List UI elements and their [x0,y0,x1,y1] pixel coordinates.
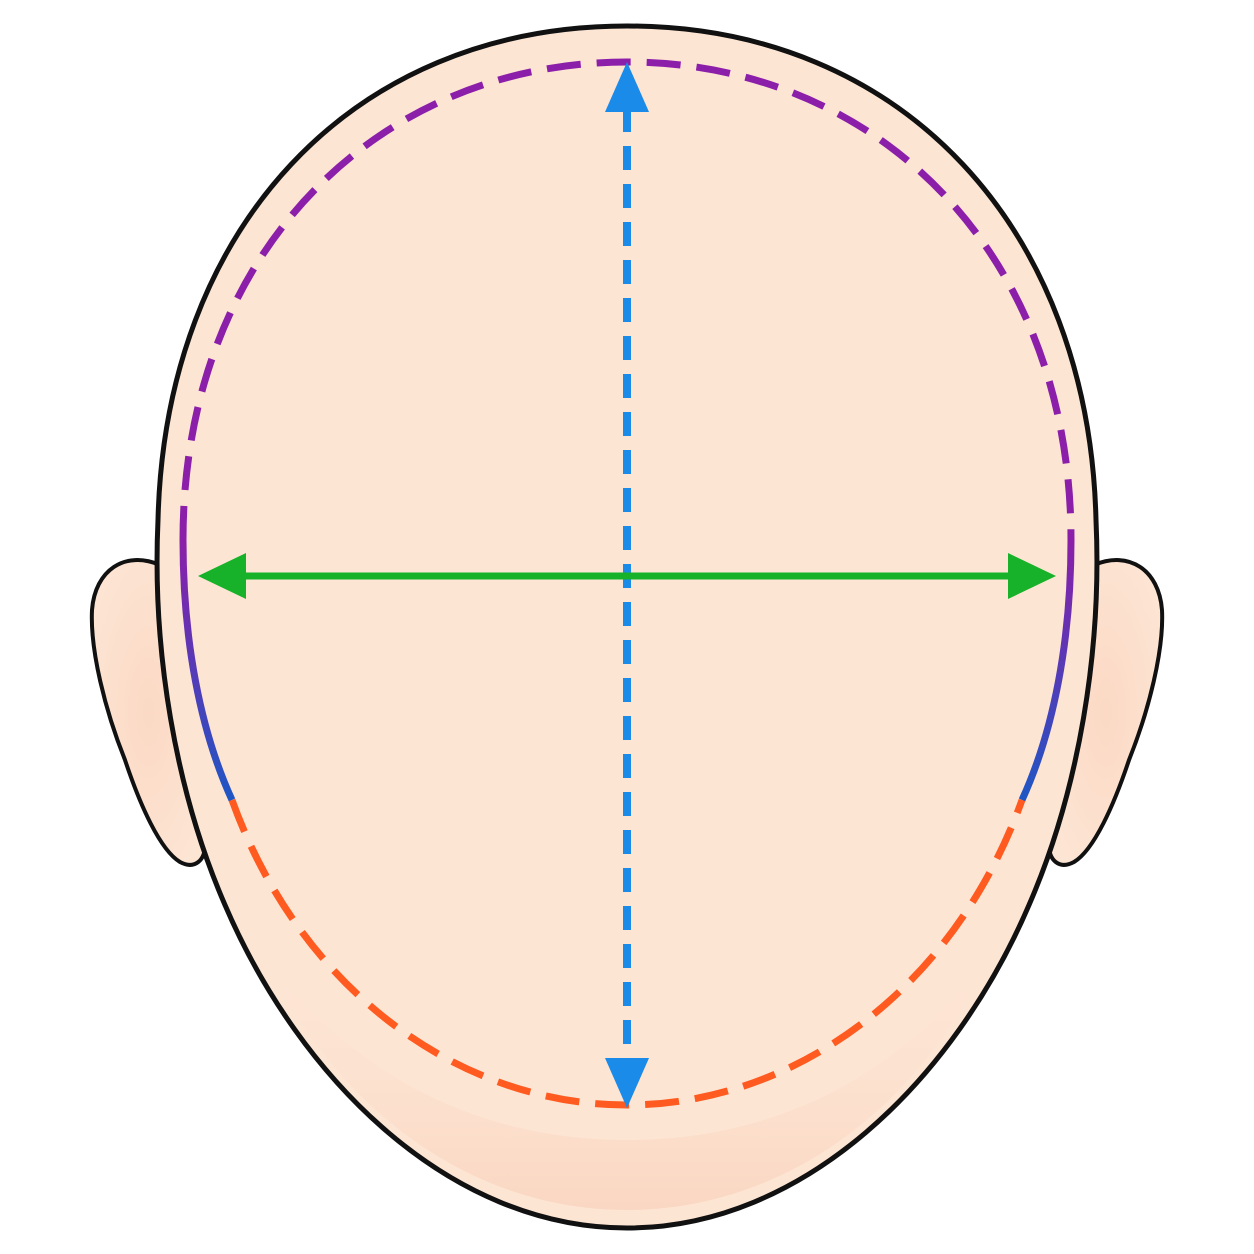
head-outline [154,23,1100,1231]
left-ear [89,558,207,867]
face-width-arrow [198,553,1056,599]
chin-shading [260,950,994,1210]
right-ear [1047,558,1165,867]
left-cheek-contour [179,539,236,802]
face-width-arrowhead-left [198,553,246,599]
face-length-arrowhead-bottom [605,1058,649,1108]
face-length-arrowhead-top [605,62,649,112]
right-cheek-contour [1018,539,1075,802]
face-width-arrowhead-right [1008,553,1056,599]
face-length-arrow [605,62,649,1108]
